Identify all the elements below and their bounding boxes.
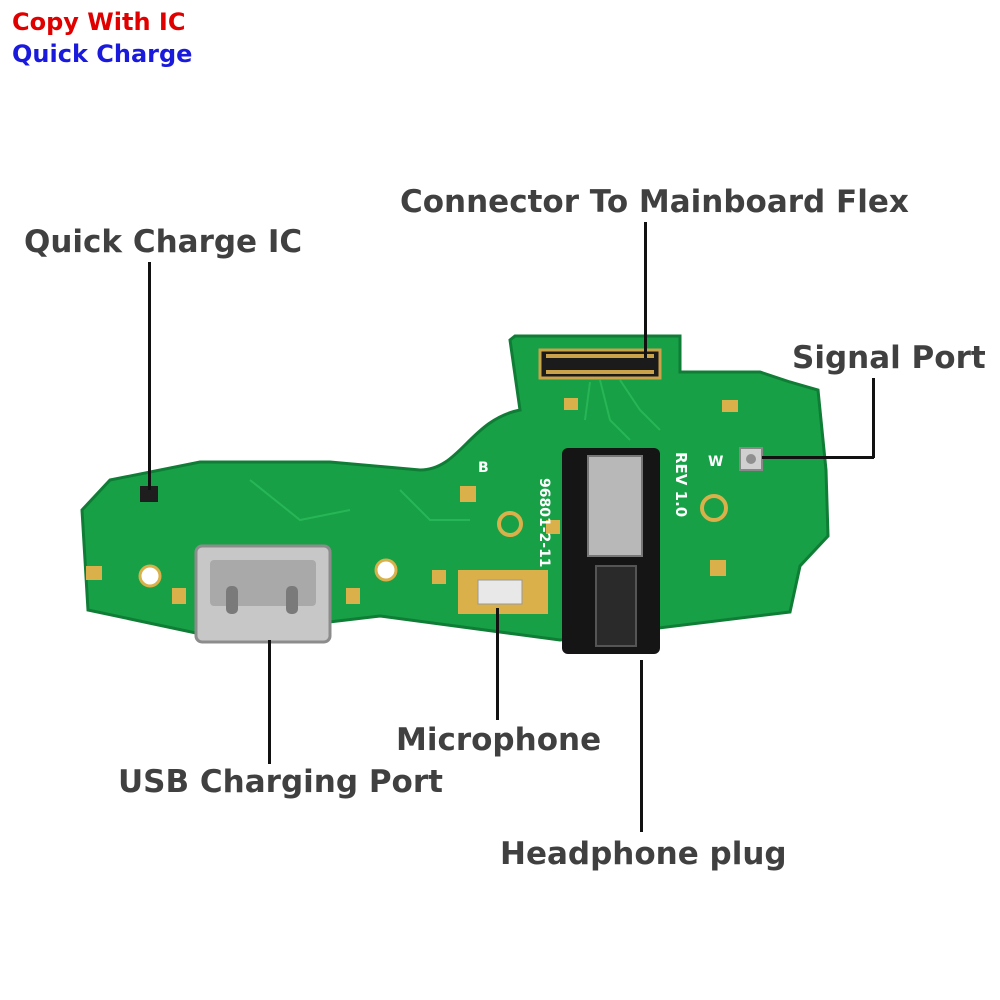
label-microphone: Microphone bbox=[396, 722, 602, 758]
label-usb-port: USB Charging Port bbox=[118, 764, 443, 800]
leader-quick-charge-ic bbox=[148, 262, 151, 490]
badge-copy-with-ic: Copy With IC bbox=[12, 8, 186, 36]
board-mark-w: W bbox=[708, 454, 723, 470]
leader-microphone bbox=[496, 608, 499, 720]
label-headphone: Headphone plug bbox=[500, 836, 787, 872]
microphone-chip bbox=[477, 579, 523, 605]
board-part-number: 96801-2-11 bbox=[536, 478, 552, 568]
board-rev: REV 1.0 bbox=[672, 452, 690, 517]
leader-usb-port bbox=[268, 640, 271, 764]
quick-charge-ic-chip bbox=[140, 486, 158, 502]
leader-headphone bbox=[640, 660, 643, 832]
label-signal-port: Signal Port bbox=[792, 340, 986, 376]
board-mark-b: B bbox=[478, 460, 489, 476]
leader-signal-port-horizontal bbox=[762, 456, 874, 459]
label-connector: Connector To Mainboard Flex bbox=[400, 184, 909, 220]
pcb-board bbox=[80, 334, 830, 642]
leader-connector bbox=[644, 222, 647, 358]
label-quick-charge-ic: Quick Charge IC bbox=[24, 224, 303, 260]
leader-signal-port-vertical bbox=[872, 378, 875, 458]
badge-quick-charge: Quick Charge bbox=[12, 40, 193, 68]
